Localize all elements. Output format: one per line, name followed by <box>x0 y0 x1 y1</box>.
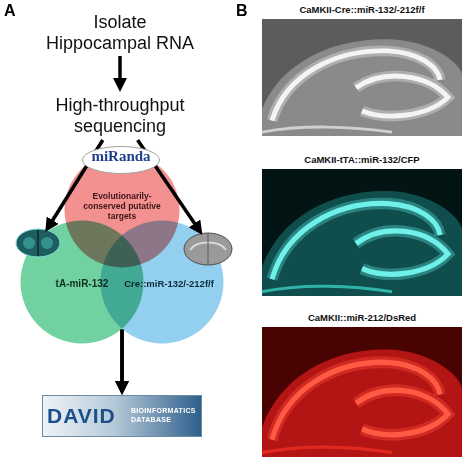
tissue-edge <box>262 447 392 453</box>
flow-arrow <box>120 329 124 386</box>
venn-circle: Cre::miR-132/-212f/f <box>100 220 224 344</box>
tissue-region <box>262 39 462 136</box>
hippocampus-image <box>262 349 462 457</box>
flow-arrow <box>118 56 122 83</box>
brain-outline <box>16 229 60 257</box>
dentate-gyrus <box>356 76 448 116</box>
brain-thumbnail <box>16 229 60 257</box>
dentate-gyrus <box>356 231 448 274</box>
brain-outline <box>184 233 232 265</box>
micrograph-background <box>262 308 462 457</box>
node-subtext: BIOINFORMATICS DATABASE <box>131 406 201 424</box>
tissue-region <box>262 191 462 296</box>
dentate-glow <box>356 231 448 274</box>
panel-letter: B <box>236 2 248 20</box>
tissue-edge <box>262 286 392 292</box>
node-text: CaMKII-tTA::miR-132/CFP <box>262 150 462 169</box>
node-text: DAVID <box>47 403 131 428</box>
panel-letter: A <box>4 2 16 20</box>
micrograph-panel: CaMKII::miR-212/DsRed <box>262 308 462 457</box>
brain-region <box>190 243 226 251</box>
node-text: High-throughput sequencing <box>40 95 200 136</box>
flow-arrow <box>138 140 198 228</box>
step-text: Isolate Hippocampal RNA <box>40 10 200 56</box>
base-mark <box>106 166 112 169</box>
brain-region <box>23 237 35 249</box>
step-text: High-throughput sequencing <box>40 92 200 140</box>
base-mark <box>98 166 104 169</box>
micrograph-panel: CaMKII-Cre::miR-132/-212f/f <box>262 0 462 136</box>
node-shape <box>101 221 224 344</box>
node-text: Isolate Hippocampal RNA <box>40 12 200 53</box>
database-logo: DAVIDBIOINFORMATICS DATABASE <box>42 395 202 437</box>
hippocampus-image <box>262 191 462 296</box>
base-mark <box>138 166 144 169</box>
node-text: miRanda <box>82 147 160 165</box>
sequence-strip <box>98 166 144 169</box>
flow-arrow <box>120 329 124 386</box>
brain-region <box>41 237 53 249</box>
dentate-glow <box>356 390 448 434</box>
flow-arrow <box>50 140 103 224</box>
tissue-region <box>262 349 462 457</box>
node-text: Cre::miR-132/-212f/f <box>114 278 224 289</box>
node-text: Evolutionarily-conserved putative target… <box>74 192 170 221</box>
tool-logo: miRanda <box>82 146 160 174</box>
brain-thumbnail <box>184 233 232 265</box>
hippocampus-image <box>262 39 462 136</box>
node-text: CaMKII-Cre::miR-132/-212f/f <box>262 0 462 19</box>
node-shape <box>83 147 160 174</box>
brain-midline <box>37 230 39 256</box>
base-mark <box>114 166 120 169</box>
micrograph-background <box>262 0 462 136</box>
dentate-gyrus <box>356 390 448 434</box>
base-mark <box>130 166 136 169</box>
micrograph-panel: CaMKII-tTA::miR-132/CFP <box>262 150 462 296</box>
dentate-glow <box>356 76 448 116</box>
node-text: CaMKII::miR-212/DsRed <box>262 308 462 327</box>
brain-midline <box>208 234 209 264</box>
base-mark <box>122 166 128 169</box>
micrograph-background <box>262 150 462 296</box>
tissue-edge <box>262 127 392 132</box>
